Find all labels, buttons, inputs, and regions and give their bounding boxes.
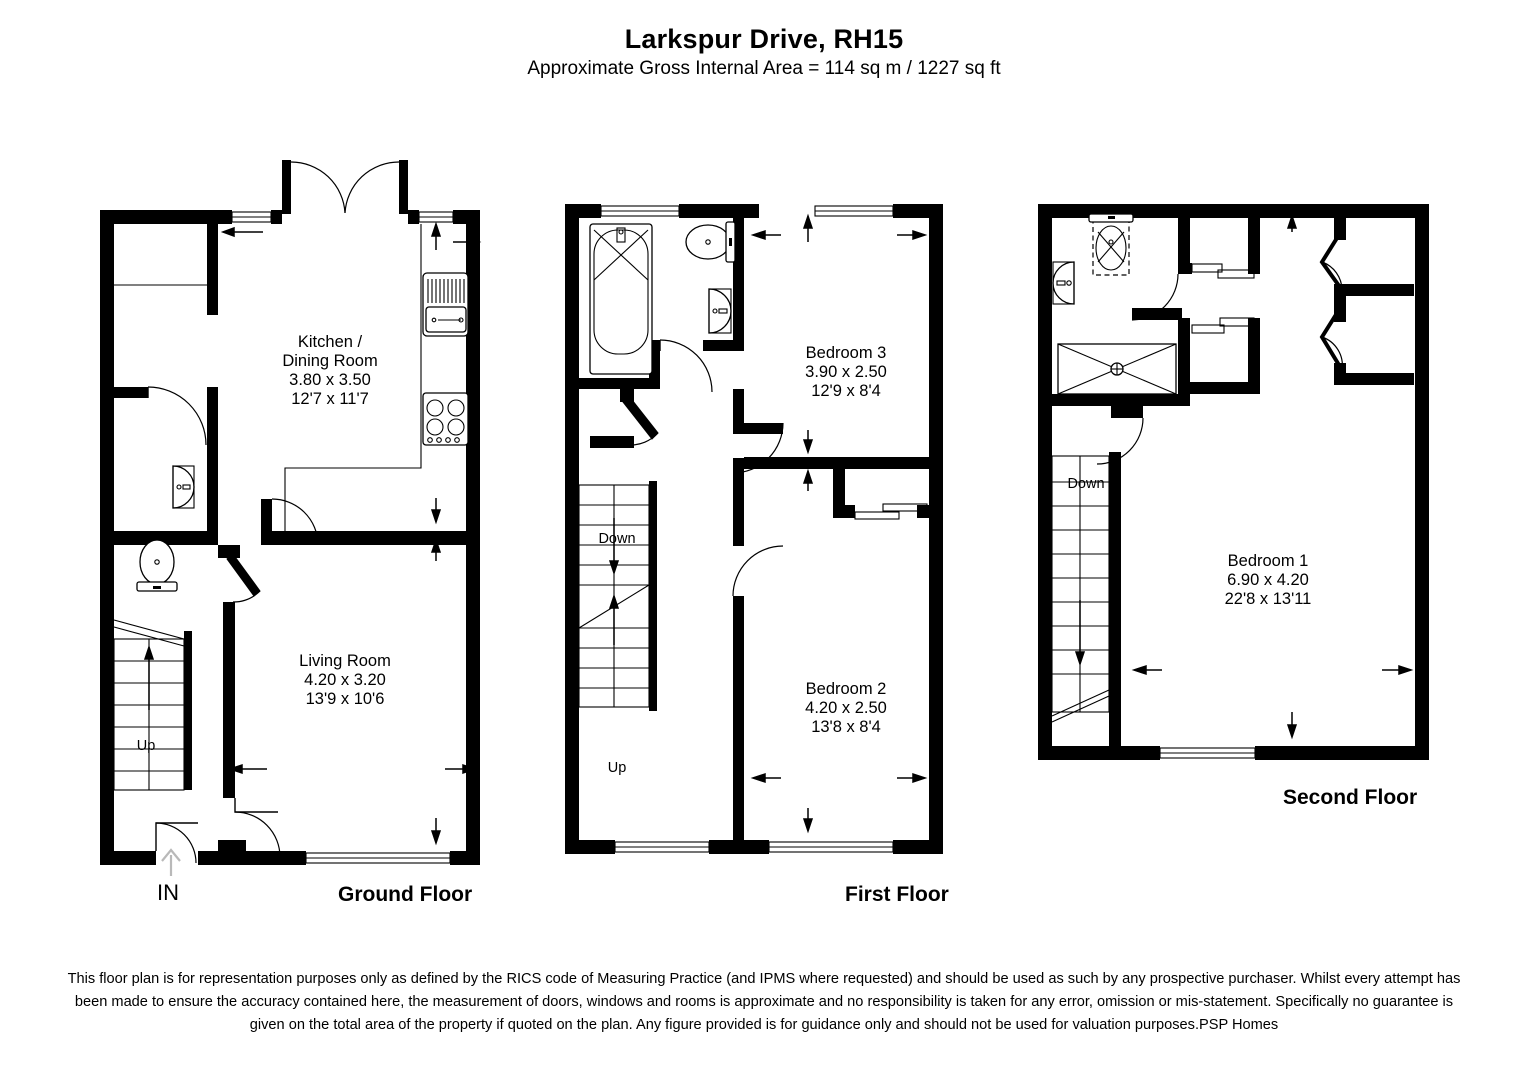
bedroom-2-imperial: 13'8 x 8'4 <box>811 718 881 736</box>
floor-caption-second: Second Floor <box>1283 786 1418 809</box>
toilet-icon <box>685 221 736 263</box>
dimension-arrows <box>1131 213 1414 740</box>
dimension-arrows <box>750 213 928 834</box>
bedroom-2-metric: 4.20 x 2.50 <box>805 699 887 717</box>
cupboard-sliding-doors-icon <box>1191 263 1255 334</box>
sink-icon <box>1052 261 1075 305</box>
kitchen-dining-imperial: 12'7 x 11'7 <box>291 390 369 408</box>
window-icon <box>600 205 894 217</box>
window-icon <box>305 852 451 864</box>
first-floor-plan <box>563 200 953 870</box>
room-label-bedroom-2: Bedroom 2 4.20 x 2.50 13'8 x 8'4 <box>805 680 887 737</box>
staircase-down-up <box>578 481 657 711</box>
room-label-bedroom-3: Bedroom 3 3.90 x 2.50 12'9 x 8'4 <box>805 344 887 401</box>
wardrobe-bifold-doors-icon <box>1319 228 1344 372</box>
gross-internal-area-subtitle: Approximate Gross Internal Area = 114 sq… <box>527 58 1001 79</box>
bedroom-3-imperial: 12'9 x 8'4 <box>811 382 881 400</box>
kitchen-dining-line1: Kitchen / <box>297 333 363 351</box>
kitchen-dining-line2: Dining Room <box>282 352 378 370</box>
floor-caption-first: First Floor <box>845 883 949 906</box>
stair-label-first-down: Down <box>598 531 636 547</box>
bedroom-1-metric: 6.90 x 4.20 <box>1227 571 1309 589</box>
bath-icon <box>589 223 653 375</box>
hob-icon <box>422 392 469 446</box>
stair-label-first-up: Up <box>607 760 627 776</box>
room-label-living-room: Living Room 4.20 x 3.20 13'9 x 10'6 <box>299 652 391 709</box>
window-icon <box>231 211 454 223</box>
page-title: Larkspur Drive, RH15 <box>624 24 904 54</box>
bedroom-3-line1: Bedroom 3 <box>805 344 887 362</box>
staircase-up <box>113 619 192 791</box>
staircase-down <box>1051 452 1117 723</box>
french-doors-icon <box>290 161 400 214</box>
bedroom-1-line1: Bedroom 1 <box>1227 552 1309 570</box>
ground-floor-walls <box>100 160 480 865</box>
room-label-kitchen-dining: Kitchen / Dining Room 3.80 x 3.50 12'7 x… <box>282 333 377 409</box>
living-room-imperial: 13'9 x 10'6 <box>305 690 385 708</box>
kitchen-sink-icon <box>422 272 469 337</box>
dimension-arrows <box>220 221 482 846</box>
stair-label-second-down: Down <box>1067 476 1105 492</box>
sink-icon <box>172 465 195 509</box>
sink-icon <box>708 288 732 334</box>
bedroom-3-metric: 3.90 x 2.50 <box>805 363 887 381</box>
shower-tray-icon <box>1057 343 1177 395</box>
living-room-line1: Living Room <box>299 652 391 670</box>
room-label-bedroom-1: Bedroom 1 6.90 x 4.20 22'8 x 13'11 <box>1225 552 1312 609</box>
toilet-icon <box>136 539 178 592</box>
living-room-metric: 4.20 x 3.20 <box>304 671 386 689</box>
first-floor-walls <box>565 204 943 854</box>
ground-floor-plan <box>95 150 495 880</box>
floor-caption-ground: Ground Floor <box>338 883 473 906</box>
window-icon <box>1159 747 1256 759</box>
cupboard-sliding-doors-icon <box>854 503 928 520</box>
second-floor-plan <box>1036 200 1436 780</box>
entry-arrow-icon <box>161 848 181 876</box>
kitchen-dining-metric: 3.80 x 3.50 <box>289 371 371 389</box>
bedroom-2-line1: Bedroom 2 <box>805 680 887 698</box>
second-floor-walls <box>1038 204 1429 760</box>
stair-label-ground-up: Up <box>136 738 156 754</box>
door-leaf-icon <box>226 553 261 603</box>
toilet-icon <box>1088 213 1134 276</box>
entry-label-in: IN <box>157 880 179 905</box>
window-icon <box>614 841 894 853</box>
disclaimer-text: This floor plan is for representation pu… <box>67 971 1461 1033</box>
bedroom-1-imperial: 22'8 x 13'11 <box>1224 590 1312 608</box>
